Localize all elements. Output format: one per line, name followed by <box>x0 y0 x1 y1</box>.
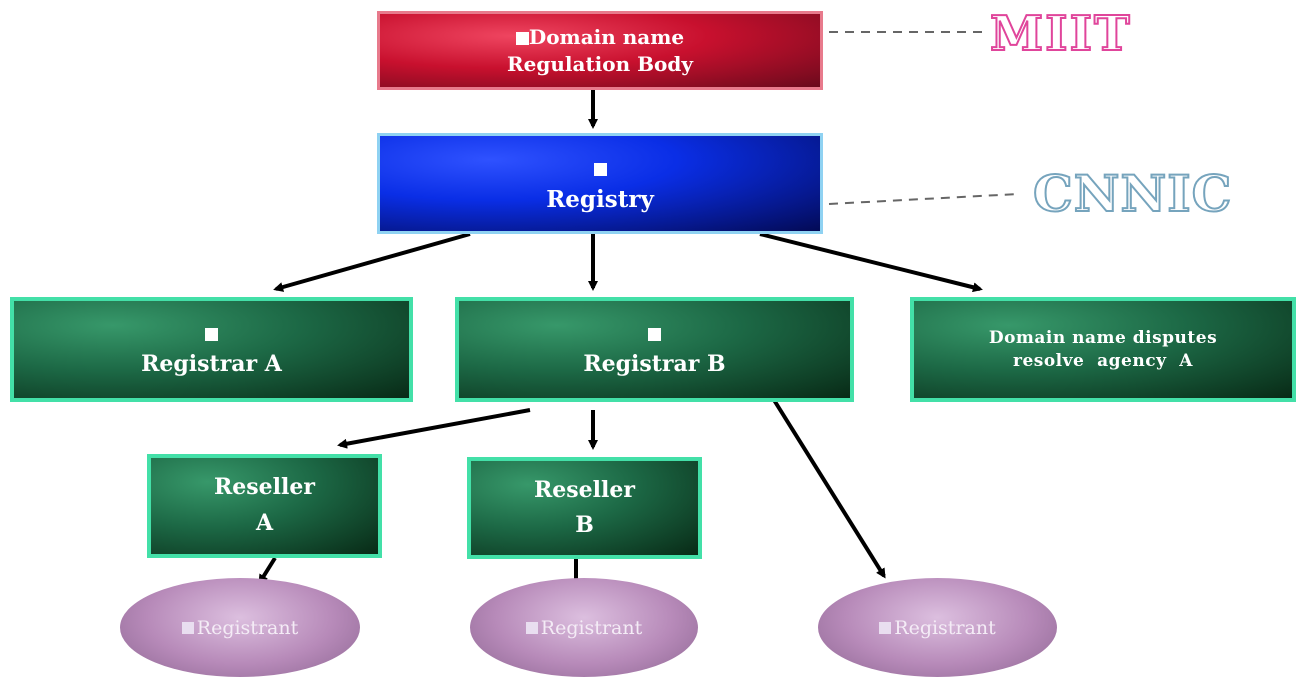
dashed-line-cnnic <box>828 193 1019 205</box>
cnnic-label: CNNIC <box>1032 163 1233 224</box>
arrow-registrar-b-to-registrant-3 <box>772 398 886 579</box>
regulation-body-node: Domain name Regulation Body <box>377 11 823 90</box>
dispute-agency-line2: resolve agency A <box>1012 350 1193 371</box>
registry-node: Registry <box>377 133 823 234</box>
reseller-a-node: Reseller A <box>147 454 382 558</box>
square-bullet-icon <box>515 31 529 45</box>
regulation-body-line2: Regulation Body <box>507 51 693 76</box>
square-bullet-icon <box>593 162 607 176</box>
registrar-b-node: Registrar B <box>455 297 854 402</box>
square-bullet-icon <box>205 328 218 342</box>
reseller-b-line1: Reseller <box>534 476 635 503</box>
reseller-a-line1: Reseller <box>214 474 315 501</box>
registrant-node-1: Registrant <box>120 578 360 677</box>
registrant-node-3: Registrant <box>818 578 1057 677</box>
square-bullet-icon <box>181 621 194 634</box>
square-bullet-icon <box>648 328 661 342</box>
arrow-registry-to-registrar-a <box>273 232 471 292</box>
registrant-label: Registrant <box>540 616 643 639</box>
arrow-registrar-b-to-reseller-a <box>337 408 531 449</box>
square-bullet-icon <box>879 621 892 634</box>
dispute-agency-node: Domain name disputes resolve agency A <box>910 297 1296 402</box>
registrar-a-label: Registrar A <box>141 350 282 377</box>
registrant-label: Registrant <box>894 616 996 639</box>
square-bullet-icon <box>525 621 538 634</box>
registry-label: Registry <box>546 185 654 213</box>
registrar-a-node: Registrar A <box>10 297 413 402</box>
dispute-agency-line1: Domain name disputes <box>988 327 1218 348</box>
registrant-node-2: Registrant <box>470 578 698 677</box>
miit-label: MIIT <box>989 5 1132 63</box>
regulation-body-line1: Domain name <box>528 24 685 49</box>
registrar-b-label: Registrar B <box>583 350 726 377</box>
reseller-b-node: Reseller B <box>467 457 702 559</box>
reseller-a-line2: A <box>255 510 274 537</box>
reseller-b-line2: B <box>575 511 594 538</box>
arrow-registry-to-dispute-agency <box>759 232 983 293</box>
registrant-label: Registrant <box>196 616 299 639</box>
